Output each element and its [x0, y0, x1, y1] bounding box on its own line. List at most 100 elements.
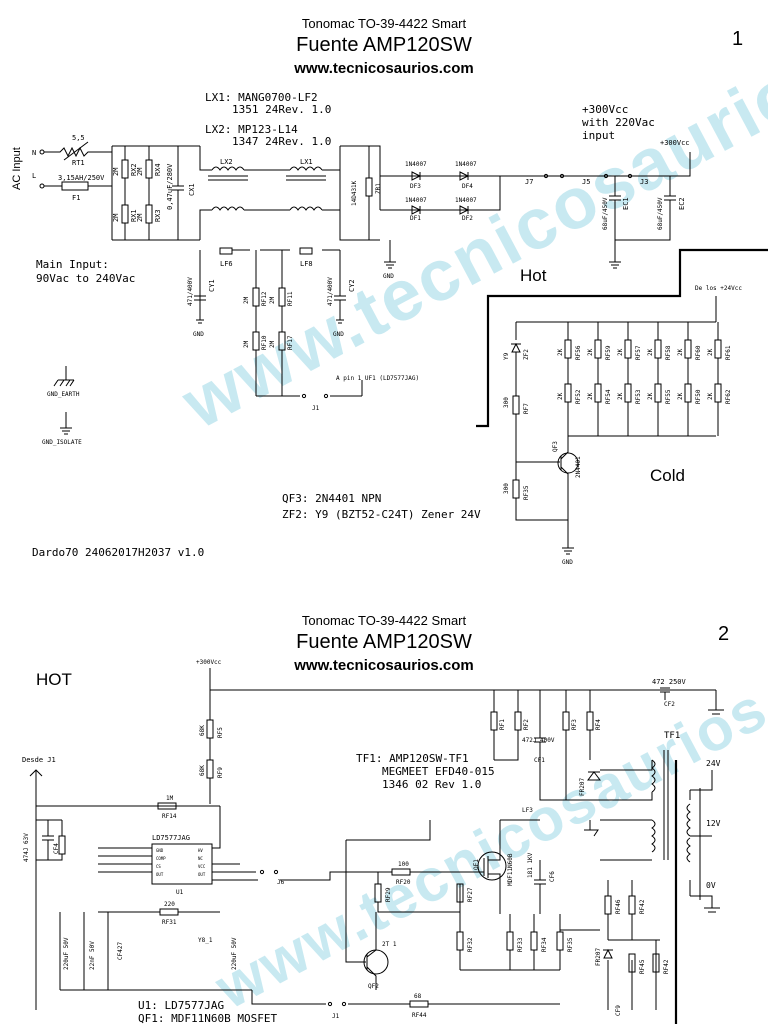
rf10-value: 2M — [243, 340, 250, 348]
out-12v-label: 12V — [706, 819, 721, 828]
rf39-label: RF46 — [615, 899, 622, 914]
qf3-label: QF3 — [552, 441, 559, 452]
df2-label: DF2 — [462, 215, 473, 222]
rf35-value: 300 — [503, 483, 510, 494]
resistor-body — [684, 339, 692, 359]
df1-label: DF1 — [410, 215, 421, 222]
rf2-label: RF2 — [523, 719, 530, 730]
cy1-label: CY1 — [208, 279, 216, 292]
rf7-value: 300 — [503, 397, 510, 408]
resistor-label-bottom: RF54 — [605, 389, 612, 404]
rf14-value: 1M — [166, 795, 174, 802]
ec2-label: EC2 — [678, 197, 686, 210]
resistor-body — [564, 383, 572, 403]
tf1-label: TF1 — [664, 731, 680, 741]
zf2-label: ZF2 — [523, 349, 530, 360]
resistor-label-top: RF57 — [635, 345, 642, 360]
cf9-label: CF9 — [615, 1005, 622, 1016]
rf31-label: RF31 — [162, 919, 177, 926]
cy2-label: CY2 — [348, 279, 356, 292]
rt1-label: RT1 — [72, 159, 85, 167]
dc-bus: J7 J5 J3 EC1 68uF/450V EC2 68uF/450V — [525, 152, 691, 269]
rf11-label: RF11 — [287, 291, 294, 306]
rf3-label: RF3 — [571, 719, 578, 730]
de-24-label: De los +24Vcc — [695, 285, 742, 292]
tf1-transformer: TF1 24V 12V 0V LF3 — [522, 731, 721, 1024]
credit-note: Dardo70 24062017H2037 v1.0 — [32, 546, 204, 559]
zr1-value: 14D431K — [351, 180, 358, 206]
resistor-body — [564, 339, 572, 359]
main-input-line-1: Main Input: — [36, 258, 109, 271]
resistor-value: 2K — [557, 348, 564, 356]
rf11-value: 2M — [269, 296, 276, 304]
cx1-value: 0,47uF/280V — [166, 163, 174, 210]
ec2-value: 68uF/450V — [657, 197, 664, 230]
rx1-value: 2M — [112, 214, 120, 222]
u1-note: U1: LD7577JAG — [138, 999, 224, 1012]
vcc-note-2: with 220Vac — [582, 116, 655, 129]
feedback-section: RF46 RF42 RF45 RF42 CF9 FR207 CF6 181 1K… — [527, 852, 670, 1016]
rf33-label: RF33 — [517, 937, 524, 952]
sheet1-url: www.tecnicosaurios.com — [293, 60, 474, 77]
ground-legend: GND_EARTH GND_ISOLATE — [42, 366, 82, 446]
j6-label: J6 — [277, 879, 285, 886]
resistor-body — [654, 383, 662, 403]
rf29-label: RF29 — [385, 887, 392, 902]
f1-label: F1 — [72, 194, 80, 202]
l-label: L — [32, 172, 36, 180]
cf4-value: 474J 63V — [23, 833, 30, 862]
resistor-body — [624, 339, 632, 359]
vcc-label: +300Vcc — [660, 139, 690, 147]
u1-name: LD7577JAG — [152, 834, 190, 842]
cf11-value: 22nF 50V — [89, 941, 96, 970]
lx2-note: LX2: MP123-L14 — [205, 123, 298, 136]
a-pin-note: A pin 1 UF1 (LD7577JAG) — [336, 375, 419, 382]
rx2-label: RX2 — [130, 163, 138, 176]
resistor-body — [684, 383, 692, 403]
rf45-label: RF42 — [663, 959, 670, 974]
ec1-value: 68uF/450V — [602, 197, 609, 230]
lf8-label: LF8 — [300, 260, 313, 268]
gnd-label-4: GND — [562, 559, 573, 566]
u1-pin-out: OUT — [156, 872, 164, 877]
gnd-label-2: GND — [193, 331, 204, 338]
qf1-note: QF1: MDF11N60B MOSFET — [138, 1012, 277, 1024]
resistor-value: 2K — [617, 392, 624, 400]
rf34-label: RF34 — [541, 937, 548, 952]
lx1-note: LX1: MANG0700-LF2 — [205, 91, 318, 104]
l-terminal — [39, 183, 45, 189]
resistor-value: 2K — [587, 392, 594, 400]
sheet1-title: Fuente AMP120SW — [296, 34, 472, 56]
rf7-label: RF7 — [523, 403, 530, 414]
resistor-value: 2K — [677, 348, 684, 356]
u1-pin-vcc: VCC — [198, 864, 206, 869]
resistor-value: 2K — [707, 348, 714, 356]
n-terminal — [39, 149, 45, 155]
resistor-value: 2K — [677, 392, 684, 400]
resistor-label-bottom: RF52 — [575, 389, 582, 404]
rf5-value: 68K — [199, 725, 206, 736]
rx3-value: 2M — [136, 214, 144, 222]
rf5-label: RF5 — [217, 727, 224, 738]
sheet-1: Tonomac TO-39-4422 Smart Fuente AMP120SW… — [11, 16, 768, 566]
cf2-label: CF2 — [664, 701, 675, 708]
qf1-value: MDF11N60B — [507, 853, 514, 886]
rf12-value: 2M — [243, 296, 250, 304]
sheet-2: Tonomac TO-39-4422 Smart Fuente AMP120SW… — [22, 613, 729, 1024]
n-label: N — [32, 149, 36, 157]
gnd-label-3: GND — [333, 331, 344, 338]
rf1-label: RF1 — [499, 719, 506, 730]
cf5b-value: 220uF 50V — [231, 937, 238, 970]
rf44-value: 68 — [414, 993, 422, 1000]
fr207b-label: FR207 — [595, 948, 602, 966]
resistor-value: 2K — [557, 392, 564, 400]
vcc-note-1: +300Vcc — [582, 103, 628, 116]
f1-value: 3,15AH/250V — [58, 174, 105, 182]
rf4-label: RF4 — [595, 719, 602, 730]
sheet2-page-number: 2 — [718, 623, 729, 645]
j3-label: J3 — [640, 178, 648, 186]
y8-label: Y8_1 — [198, 937, 213, 944]
lx-chokes: LX2 LX1 — [199, 146, 340, 240]
out-0v-label: 0V — [706, 881, 716, 890]
